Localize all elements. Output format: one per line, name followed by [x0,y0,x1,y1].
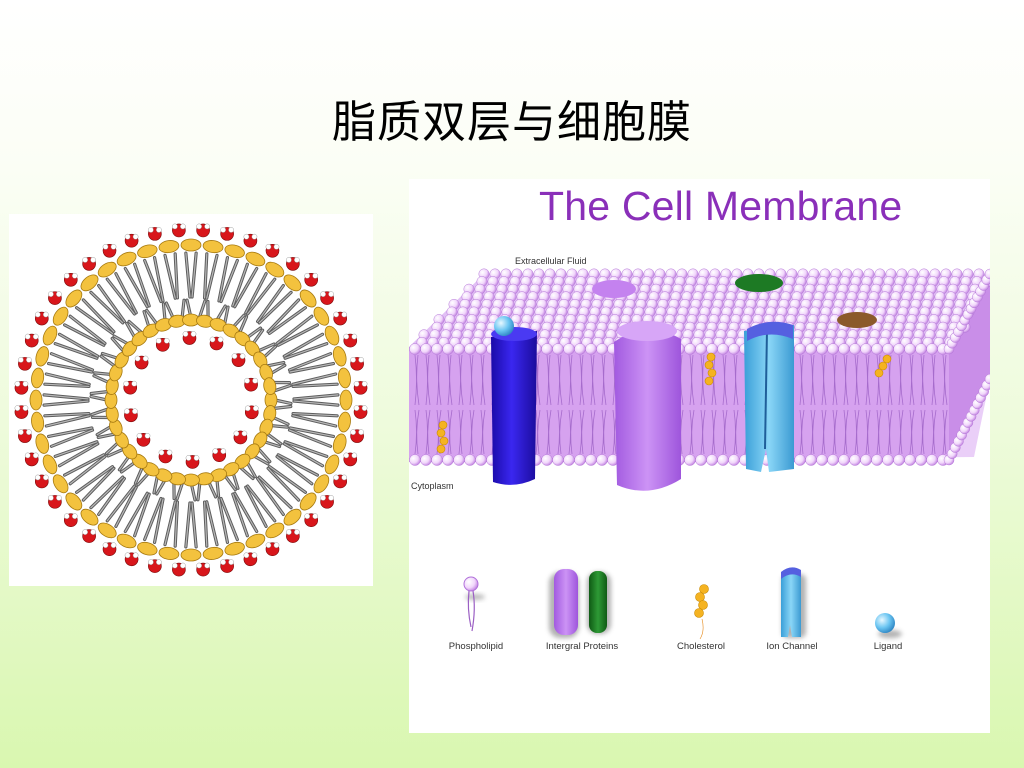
surface-protein-green [735,274,783,292]
legend-phospholipid-label: Phospholipid [448,641,504,652]
extracellular-fluid-label: Extracellular Fluid [515,256,587,266]
lipid-vesicle-diagram [9,214,373,586]
ligand-sphere [494,316,514,336]
legend-phospholipid-icon [463,576,485,632]
cell-membrane-figure [409,268,990,640]
legend-integral-proteins-icon [549,569,611,638]
cytoplasm-label: Cytoplasm [411,481,454,491]
cholesterol-molecules [436,352,892,454]
surface-protein-brown [837,312,877,328]
slide-title: 脂质双层与细胞膜 [332,97,692,148]
lipid-vesicle-figure [14,223,368,577]
legend-ion-channel-icon [781,567,806,638]
legend-cholesterol-icon [694,584,709,640]
legend-ligand-icon [875,613,902,638]
legend-ion-channel-label: Ion Channel [766,641,818,652]
bilayer-slab [409,268,990,466]
surface-protein-purple [592,280,636,298]
purple-integral-protein [614,321,681,491]
legend-integral-proteins-label: Intergral Proteins [545,641,619,652]
cell-membrane-diagram: The Cell Membrane Extracellular Fluid Cy… [409,179,990,733]
membrane-title: The Cell Membrane [539,183,903,229]
legend-cholesterol-label: Cholesterol [676,641,726,652]
ion-channel-protein [744,321,794,472]
blue-integral-protein [491,327,537,485]
legend-ligand-label: Ligand [873,641,903,652]
vesicle-lipids [14,223,368,577]
